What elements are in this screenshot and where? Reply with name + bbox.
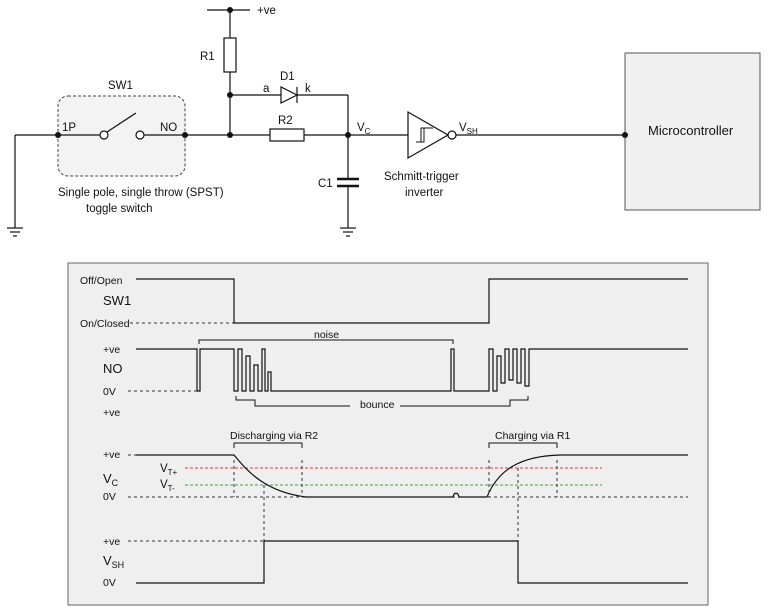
bounce-bracket: [235, 396, 529, 407]
vt-plus-label: VT+: [160, 463, 178, 477]
r1-label: R1: [200, 51, 215, 63]
bounce-label: bounce: [360, 399, 395, 411]
mcu-input-node: [622, 132, 628, 138]
supply-label: +ve: [257, 5, 276, 17]
vt-minus-label: VT-: [160, 479, 175, 493]
vsh-waveform: [136, 540, 688, 584]
r1-resistor: [223, 37, 237, 73]
switch-contact-no: [135, 130, 145, 140]
vsh-low-label: 0V: [103, 577, 116, 589]
d1-diode: [280, 86, 299, 104]
c1-label: C1: [318, 178, 333, 190]
pin-1p-label: 1P: [62, 122, 76, 134]
schmitt-inverter: [407, 110, 450, 160]
r2-label: R2: [278, 115, 293, 127]
inverter-line2: inverter: [405, 187, 444, 199]
no-low-label: 0V: [103, 386, 116, 398]
hysteresis-icon: [416, 127, 433, 143]
sw1-low-label: On/Closed: [80, 318, 130, 330]
vsh-label: VSH: [459, 122, 478, 136]
cathode-label: k: [305, 83, 311, 95]
no-high-label: +ve: [103, 344, 120, 356]
sw1-trace-name: SW1: [103, 293, 131, 308]
discharge-bracket: [233, 442, 303, 448]
spare-ve-label: +ve: [103, 407, 120, 419]
inverter-line1: Schmitt-trigger: [384, 171, 459, 183]
switch-contact-1p: [99, 130, 109, 140]
switch-desc-line1: Single pole, single throw (SPST): [58, 187, 224, 199]
anode-label: a: [263, 83, 270, 95]
vc-low-label: 0V: [103, 491, 116, 503]
d1-label: D1: [280, 71, 295, 83]
pin-no-label: NO: [160, 122, 177, 134]
schematic: +ve R1 D1 a k R2 VC C1: [7, 5, 761, 237]
vsh-trace-name: VSH: [103, 553, 124, 570]
no-trace-name: NO: [103, 361, 123, 376]
switch-lever: [106, 112, 137, 133]
vsh-high-label: +ve: [103, 536, 120, 548]
discharge-label: Discharging via R2: [230, 430, 318, 442]
sw1-high-label: Off/Open: [80, 275, 123, 287]
c1-ground-icon: [340, 227, 356, 237]
microcontroller-block: [624, 52, 761, 211]
switch-enclosure: [57, 95, 186, 177]
noise-bracket: [198, 339, 454, 344]
pin-1p-node: [55, 132, 61, 138]
switch-name: SW1: [108, 80, 133, 92]
switch-desc-line2: toggle switch: [86, 203, 152, 215]
left-ground-icon: [7, 227, 23, 237]
inverter-bubble: [447, 130, 457, 140]
noise-label: noise: [314, 329, 339, 341]
timing-panel-frame: [67, 262, 709, 606]
charge-label: Charging via R1: [495, 430, 570, 442]
charge-bracket: [488, 442, 558, 448]
sw1-waveform: [136, 278, 688, 324]
timing-panel: Off/Open SW1 On/Closed +ve NO 0V +ve noi…: [67, 262, 709, 606]
pin-no-node: [182, 132, 188, 138]
vc-high-label: +ve: [103, 449, 120, 461]
r2-resistor: [269, 128, 305, 142]
vc-label: VC: [357, 122, 371, 136]
vc-waveform: [136, 454, 688, 498]
mcu-label: Microcontroller: [648, 123, 734, 138]
no-waveform: [136, 348, 688, 392]
vc-trace-name: VC: [103, 471, 119, 488]
